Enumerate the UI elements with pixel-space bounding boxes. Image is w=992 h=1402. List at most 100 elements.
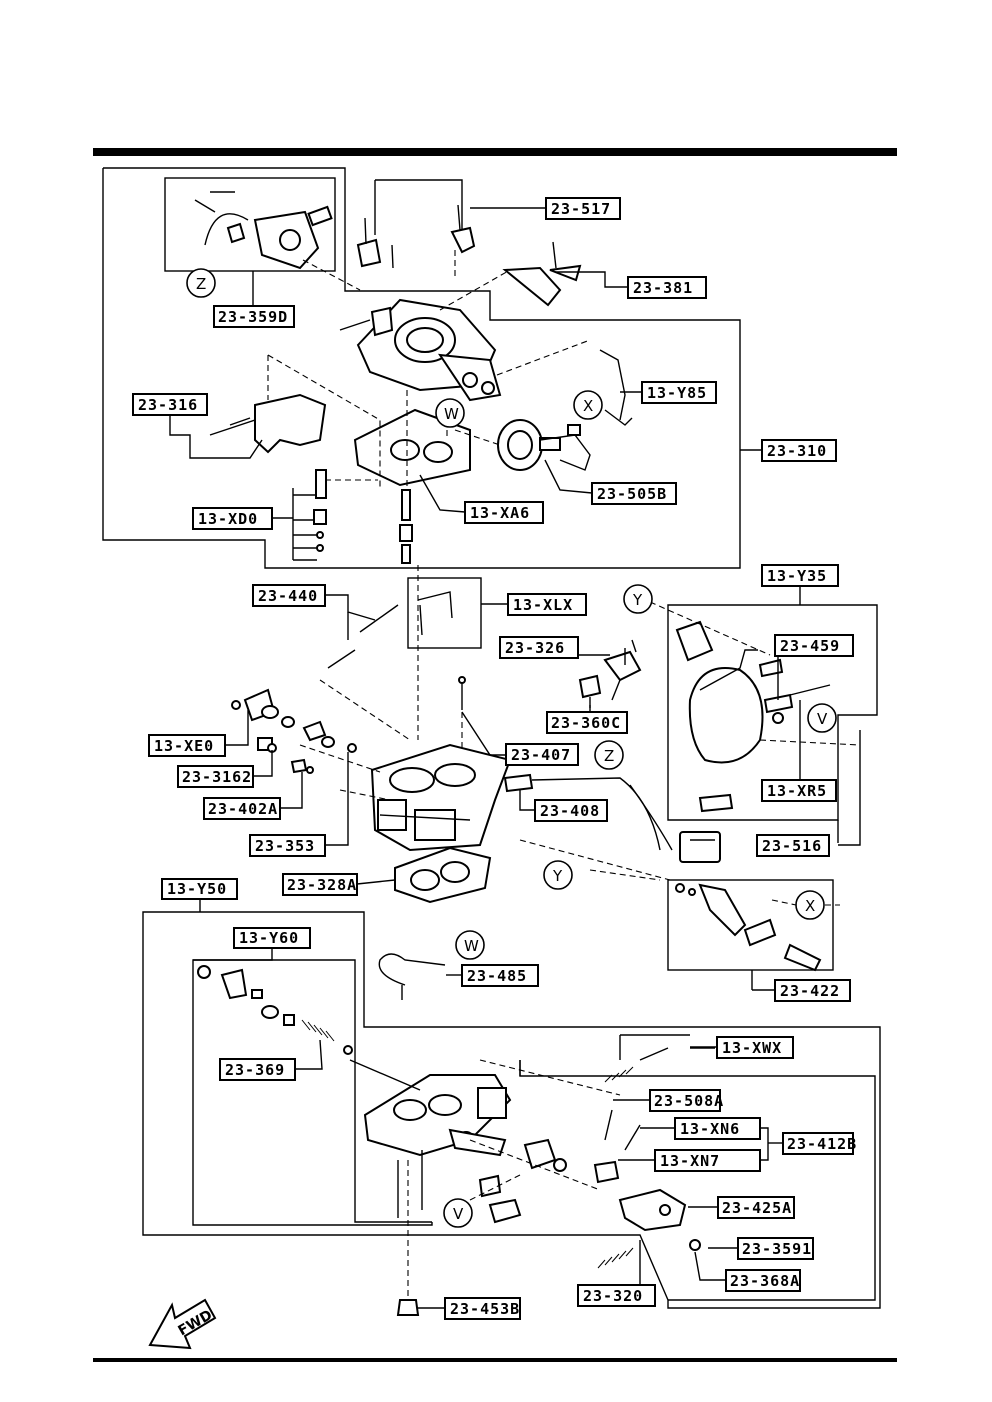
- label-13-XE0: 13-XE0: [148, 734, 226, 757]
- svg-text:23-316: 23-316: [138, 396, 198, 414]
- label-23-320: 23-320: [577, 1284, 656, 1307]
- screws-23-440: [319, 594, 411, 741]
- leader-lines: [169, 207, 861, 1296]
- callout-V-lower: V: [443, 1198, 473, 1228]
- callout-Y-upper: Y: [623, 584, 653, 614]
- svg-text:23-440: 23-440: [258, 587, 318, 605]
- svg-text:13-XR5: 13-XR5: [767, 782, 827, 800]
- label-13-Y35: 13-Y35: [761, 564, 839, 587]
- svg-text:Y: Y: [552, 867, 563, 885]
- label-23-310: 23-310: [761, 439, 837, 462]
- fwd-arrow: FWD: [148, 1298, 217, 1350]
- label-13-XLX: 13-XLX: [507, 593, 587, 616]
- hose-23-485: [378, 953, 446, 1000]
- label-23-422: 23-422: [774, 979, 851, 1002]
- svg-text:13-XN6: 13-XN6: [680, 1120, 740, 1138]
- svg-text:W: W: [444, 405, 459, 423]
- label-13-XN6: 13-XN6: [674, 1117, 761, 1140]
- label-23-368A: 23-368A: [725, 1269, 801, 1292]
- svg-text:23-310: 23-310: [767, 442, 827, 460]
- label-23-326: 23-326: [499, 636, 579, 659]
- label-23-516: 23-516: [756, 834, 830, 857]
- svg-text:Z: Z: [604, 747, 614, 765]
- label-23-453B: 23-453B: [444, 1297, 521, 1320]
- svg-text:13-Y35: 13-Y35: [767, 567, 827, 585]
- frame-23-422: [519, 839, 834, 991]
- svg-text:13-XWX: 13-XWX: [722, 1039, 782, 1057]
- callout-X-middle: X: [795, 890, 825, 920]
- parts-23-369: [197, 965, 353, 1055]
- solenoid-valve: [194, 191, 333, 270]
- throttle-body-lower: [349, 1059, 512, 1157]
- callout-V-upper: V: [807, 703, 837, 733]
- label-23-440: 23-440: [252, 584, 326, 607]
- lower-frames: [142, 895, 881, 1309]
- label-13-Y60: 13-Y60: [233, 927, 311, 949]
- parts-13-XWX: [604, 1034, 715, 1083]
- svg-text:13-XA6: 13-XA6: [470, 504, 530, 522]
- upper-frames: [102, 167, 741, 569]
- svg-text:X: X: [805, 897, 815, 915]
- label-23-517: 23-517: [545, 197, 621, 220]
- label-23-408: 23-408: [534, 799, 608, 822]
- callout-Z-upper: Z: [186, 268, 216, 298]
- vacuum-diaphragm: [497, 349, 633, 471]
- callout-W-upper: W: [435, 398, 465, 428]
- lever-assembly: [209, 393, 327, 454]
- label-23-425A: 23-425A: [717, 1196, 795, 1219]
- label-23-3162: 23-3162: [177, 765, 254, 788]
- label-23-328A: 23-328A: [282, 873, 358, 896]
- svg-text:23-359D: 23-359D: [218, 308, 288, 326]
- choke-brackets: [356, 204, 582, 307]
- gasket-23-328A: [394, 846, 492, 904]
- svg-text:V: V: [817, 710, 828, 728]
- svg-text:23-459: 23-459: [780, 637, 840, 655]
- label-13-XWX: 13-XWX: [716, 1036, 794, 1059]
- svg-text:23-485: 23-485: [467, 967, 527, 985]
- svg-text:23-516: 23-516: [762, 837, 822, 855]
- svg-text:23-3162: 23-3162: [182, 768, 252, 786]
- footer-rule: [93, 1358, 897, 1362]
- spring-23-407: [458, 676, 466, 750]
- lever-linkage-lower: [469, 1059, 701, 1269]
- label-13-XD0: 13-XD0: [192, 507, 273, 530]
- label-23-316: 23-316: [132, 393, 208, 416]
- svg-text:13-Y50: 13-Y50: [167, 880, 227, 898]
- callout-Z-middle: Z: [594, 740, 624, 770]
- label-23-505B: 23-505B: [591, 482, 677, 505]
- svg-text:23-425A: 23-425A: [722, 1199, 792, 1217]
- label-23-369: 23-369: [219, 1058, 296, 1081]
- svg-text:23-369: 23-369: [225, 1061, 285, 1079]
- svg-text:X: X: [583, 397, 593, 415]
- callout-X-upper: X: [573, 390, 603, 420]
- svg-text:23-412B: 23-412B: [787, 1135, 857, 1153]
- svg-text:23-326: 23-326: [505, 639, 565, 657]
- callout-Y-middle: Y: [543, 860, 573, 890]
- label-23-353: 23-353: [249, 834, 326, 857]
- svg-text:13-Y60: 13-Y60: [239, 929, 299, 947]
- label-13-XR5: 13-XR5: [761, 779, 837, 802]
- svg-text:23-3591: 23-3591: [742, 1240, 812, 1258]
- label-23-381: 23-381: [627, 276, 707, 299]
- svg-text:23-368A: 23-368A: [730, 1272, 800, 1290]
- svg-text:23-422: 23-422: [780, 982, 840, 1000]
- sensor-harness: [503, 773, 721, 863]
- linkage-23-326: [577, 639, 642, 708]
- label-23-359D: 23-359D: [213, 305, 295, 328]
- frame-13-XLX: [407, 577, 508, 649]
- label-23-402A: 23-402A: [203, 797, 281, 820]
- label-23-459: 23-459: [774, 634, 854, 657]
- label-13-Y50: 13-Y50: [161, 878, 238, 900]
- svg-text:Y: Y: [632, 591, 643, 609]
- svg-text:Z: Z: [196, 275, 206, 293]
- label-23-407: 23-407: [505, 743, 579, 766]
- svg-text:23-453B: 23-453B: [450, 1300, 520, 1318]
- svg-text:13-XD0: 13-XD0: [198, 510, 258, 528]
- svg-text:13-XN7: 13-XN7: [660, 1152, 720, 1170]
- svg-text:23-508A: 23-508A: [654, 1092, 724, 1110]
- svg-text:23-408: 23-408: [540, 802, 600, 820]
- callout-connectors: [469, 869, 840, 1201]
- svg-text:13-Y85: 13-Y85: [647, 384, 707, 402]
- svg-text:V: V: [453, 1205, 464, 1223]
